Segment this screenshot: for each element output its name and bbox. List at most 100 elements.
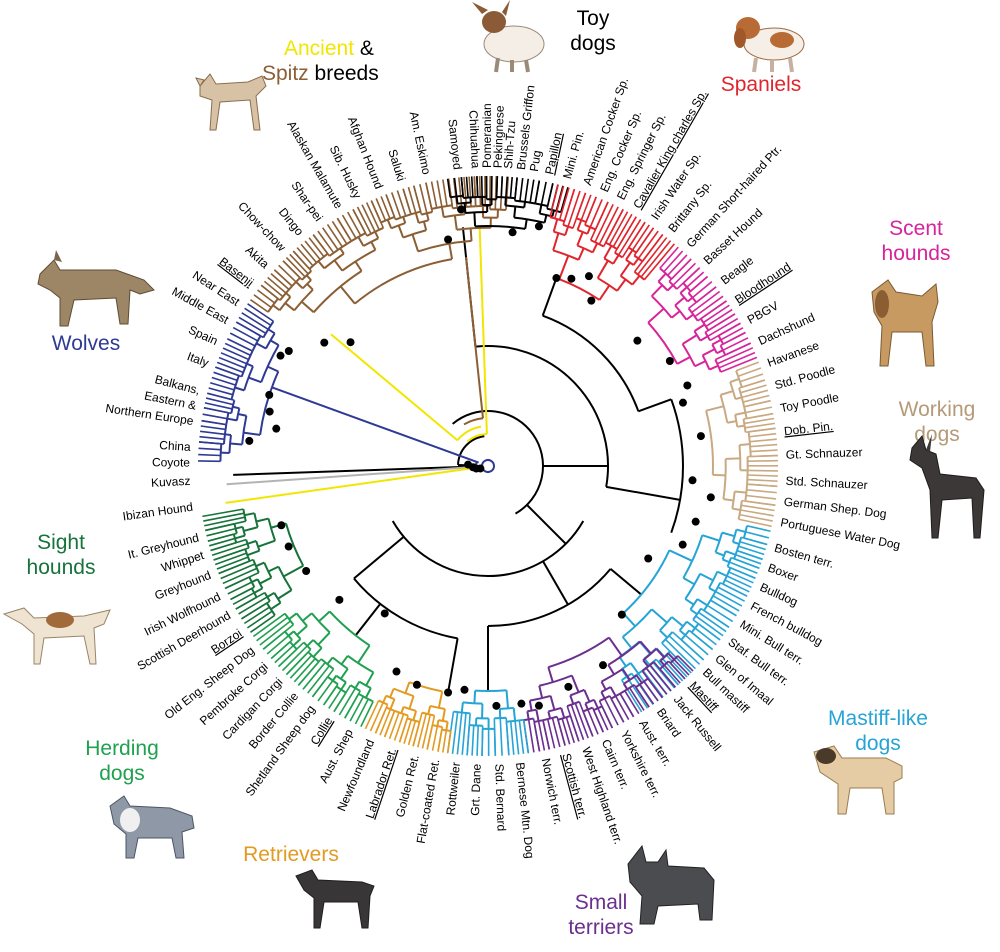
internal-branch — [725, 550, 736, 556]
leaf-branch — [747, 478, 778, 482]
internal-branch — [257, 539, 276, 548]
internal-branch — [437, 691, 444, 709]
clade-arc — [514, 199, 536, 205]
leaf-branch — [199, 430, 226, 436]
leaf-branch — [220, 352, 248, 365]
node-dot — [412, 680, 421, 689]
leaf-branch — [446, 178, 452, 198]
internal-branch — [526, 711, 530, 720]
doberman-illustration — [909, 434, 985, 539]
internal-branch — [666, 284, 674, 292]
internal-branch — [340, 681, 347, 691]
leaf-branch — [673, 658, 690, 676]
leaf-branch — [712, 595, 740, 612]
leaf-branch — [460, 177, 465, 199]
internal-branch — [270, 601, 282, 611]
clade-arc — [456, 226, 491, 231]
leaf-branch — [718, 351, 756, 369]
clade-arc — [302, 279, 312, 290]
internal-branch — [693, 323, 706, 332]
clade-arc — [681, 343, 696, 367]
clade-arc — [438, 719, 448, 723]
clade-arc — [621, 662, 632, 670]
internal-branch — [513, 206, 517, 218]
internal-branch — [255, 561, 265, 568]
mastiff-dogs-label: dogs — [855, 732, 901, 755]
internal-branch — [287, 630, 295, 637]
internal-branch — [734, 411, 746, 416]
internal-branch — [504, 197, 507, 206]
internal-branch — [460, 702, 464, 713]
internal-branch — [619, 261, 631, 277]
leaf-branch — [451, 712, 459, 754]
leaf-branch — [702, 304, 730, 324]
leaf-branch — [241, 600, 271, 620]
leaf-branch — [437, 726, 444, 752]
leaf-branch — [253, 294, 272, 309]
leaf-branch — [750, 449, 778, 453]
leaf-branch — [356, 206, 372, 235]
leaf-branch — [227, 338, 253, 352]
leaf-branch — [560, 187, 569, 213]
group-title-ancient-spitz: Ancient & Spitz breeds — [262, 36, 412, 86]
internal-branch — [549, 695, 556, 711]
internal-branch — [331, 675, 338, 682]
leaf-branch — [540, 181, 547, 205]
clade-arc — [457, 201, 471, 205]
internal-branch — [576, 231, 584, 246]
leaf-branch — [383, 710, 396, 738]
leaf-branch — [565, 717, 576, 744]
leaf-label: Norwich terr. — [539, 757, 566, 826]
leaf-branch — [509, 721, 515, 755]
leaf-branch — [331, 220, 348, 245]
clade-arc — [539, 674, 573, 687]
leaf-branch — [736, 549, 763, 561]
clade-arc — [263, 562, 273, 579]
leaf-branch — [715, 590, 743, 607]
leaf-branch — [296, 247, 314, 267]
node-dot — [492, 701, 501, 710]
internal-branch — [248, 376, 262, 384]
leaf-branch — [750, 443, 778, 448]
node-dot — [552, 274, 561, 283]
leaf-branch — [317, 230, 335, 254]
leaf-branch — [282, 260, 303, 281]
leaf-branch — [205, 397, 234, 406]
clade-arc — [310, 612, 331, 634]
leaf-branch — [749, 432, 777, 438]
internal-branch — [284, 302, 295, 312]
clade-arc — [711, 344, 718, 354]
leaf-label: Golden Ret. — [393, 753, 422, 819]
clade-arc — [489, 208, 506, 212]
leaf-branch — [352, 208, 368, 237]
internal-branch — [302, 612, 313, 622]
leaf-branch — [333, 692, 347, 713]
node-dot — [380, 609, 389, 618]
internal-branch — [339, 247, 345, 255]
node-dot — [534, 222, 543, 231]
backbone-arc — [487, 568, 612, 627]
internal-branch — [455, 196, 459, 204]
leaf-branch — [218, 356, 246, 369]
leaf-branch — [442, 179, 448, 207]
leaf-branch — [311, 668, 335, 698]
cavalier-king-charles-illustration — [734, 17, 805, 73]
internal-branch — [712, 473, 726, 477]
leaf-branch — [631, 224, 650, 251]
leaf-branch — [738, 518, 772, 528]
leaf-branch — [412, 185, 423, 215]
clade-arc — [558, 278, 601, 301]
internal-branch — [600, 681, 607, 691]
leaf-branch — [706, 604, 734, 623]
internal-branch — [584, 703, 589, 710]
leaf-branch — [746, 525, 771, 533]
internal-branch — [283, 564, 304, 578]
leaf-branch — [649, 664, 672, 692]
leaf-branch — [684, 634, 709, 656]
leaf-branch — [748, 427, 776, 433]
leaf-branch — [740, 536, 768, 546]
clade-arc — [418, 219, 429, 224]
leaf-branch — [247, 303, 274, 322]
leaf-branch — [211, 376, 236, 386]
internal-branch — [528, 700, 533, 711]
